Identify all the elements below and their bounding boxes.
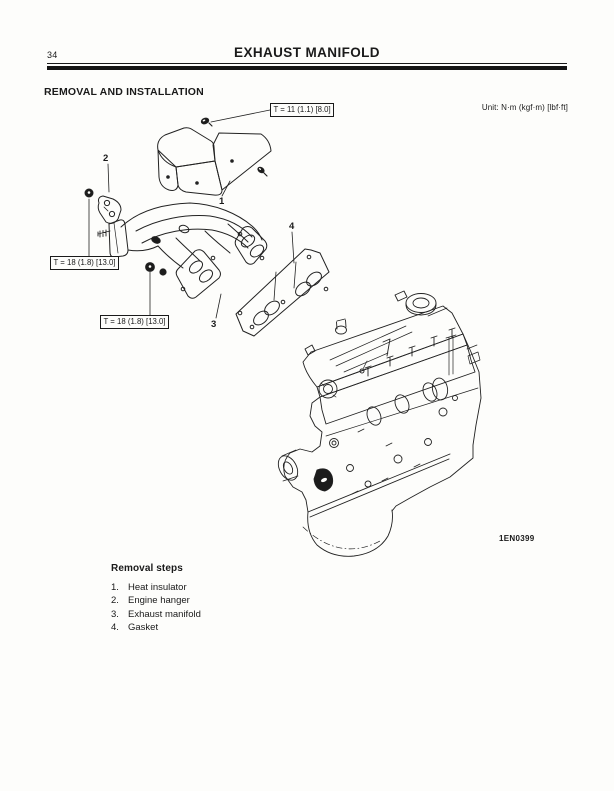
page-title: EXHAUST MANIFOLD (234, 45, 380, 60)
removal-step: 1. Heat insulator (111, 581, 201, 594)
step-label: Heat insulator (128, 582, 187, 593)
step-label: Gasket (128, 622, 159, 634)
step-label: Exhaust manifold (128, 608, 201, 620)
part-number-4: 4 (289, 221, 295, 232)
torque-callout-manifold-left: T = 18 (1.8) [13.0] (50, 256, 120, 270)
page-number: 34 (47, 50, 58, 60)
figure-code: 1EN0399 (499, 534, 535, 543)
removal-step: 4. Gasket (111, 621, 201, 634)
gasket-drawing (235, 248, 330, 337)
part-number-1: 1 (219, 196, 225, 207)
step-number: 4. (111, 622, 119, 634)
part-number-3: 3 (211, 319, 217, 330)
header-rule-thin (47, 63, 567, 64)
torque-callout-heat-insulator: T = 11 (1.1) [8.0] (270, 103, 335, 117)
step-number: 3. (111, 608, 119, 620)
step-number: 1. (111, 582, 119, 593)
manifold-nut-icon (145, 262, 167, 276)
removal-step: 3. Exhaust manifold (111, 608, 201, 621)
section-heading: REMOVAL AND INSTALLATION (44, 86, 204, 98)
removal-steps-title: Removal steps (111, 563, 183, 574)
step-label: Engine hanger (128, 595, 190, 607)
insulator-bolt-icon (200, 117, 213, 127)
part-number-2: 2 (103, 153, 109, 164)
engine-hanger-drawing (84, 188, 122, 224)
removal-step: 2. Engine hanger (111, 594, 201, 607)
unit-label: Unit: N·m (kgf·m) [lbf·ft] (481, 103, 568, 112)
removal-steps: Removal steps 1. Heat insulator 2. Engin… (111, 563, 201, 635)
engine-block-drawing (277, 290, 482, 557)
hanger-nut-icon (84, 188, 94, 198)
header-rule-thick (47, 66, 567, 70)
insulator-bolt2-icon (257, 166, 268, 177)
heat-insulator-drawing (157, 117, 272, 196)
torque-callout-manifold-lower: T = 18 (1.8) [13.0] (100, 315, 170, 329)
leader-lines (88, 109, 295, 319)
step-number: 2. (111, 595, 119, 607)
exhaust-manifold-drawing (97, 202, 268, 299)
